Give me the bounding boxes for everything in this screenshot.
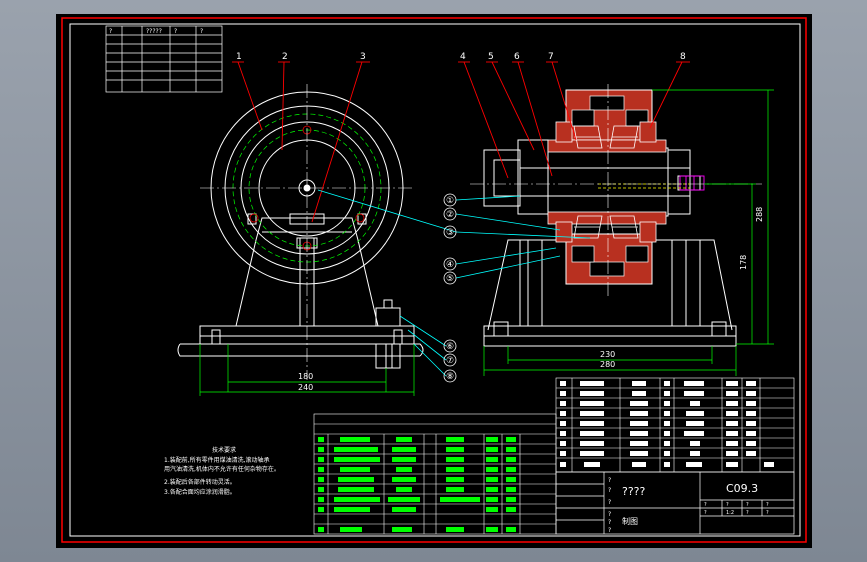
left-view-rod bbox=[177, 343, 424, 357]
small-top-3: ? bbox=[746, 502, 749, 508]
leader-label-1: 1 bbox=[236, 52, 242, 62]
small-row-3: ? bbox=[746, 510, 749, 516]
balloon-2: ② bbox=[446, 210, 454, 220]
left-view-centerlines bbox=[200, 84, 414, 380]
side-mark-1: ? bbox=[608, 477, 611, 484]
tech-req-title: 技术要求 bbox=[212, 446, 236, 454]
drawing-number: C09.3 bbox=[726, 482, 758, 495]
balloon-7: ⑦ bbox=[446, 356, 454, 366]
leader-label-6: 6 bbox=[514, 52, 520, 62]
small-top-1: ? bbox=[704, 502, 707, 508]
left-view-inner-details bbox=[249, 125, 365, 251]
dim-230: 230 bbox=[600, 350, 615, 359]
leader-label-3: 3 bbox=[360, 52, 366, 62]
side-mark-3: ? bbox=[608, 499, 611, 506]
side-mark-2: ? bbox=[608, 487, 611, 494]
sleeve-section bbox=[547, 121, 667, 243]
small-row-4: ? bbox=[766, 510, 769, 516]
leader-label-2: 2 bbox=[282, 52, 288, 62]
cad-drawing: ? ????? ? ? bbox=[61, 17, 807, 543]
balloon-6: ⑥ bbox=[446, 342, 454, 352]
corner-hdr-2: ????? bbox=[146, 28, 162, 35]
left-dims bbox=[199, 344, 415, 396]
pulley-section-lower bbox=[565, 233, 653, 285]
leader-label-7: 7 bbox=[548, 52, 554, 62]
corner-hdr-1: ? bbox=[109, 28, 112, 35]
corner-table bbox=[105, 25, 223, 93]
dim-240: 240 bbox=[298, 383, 313, 392]
leader-label-8: 8 bbox=[680, 52, 686, 62]
balloons bbox=[443, 193, 457, 383]
balloon-8: ⑧ bbox=[446, 372, 454, 382]
small-row-1: ? bbox=[704, 510, 707, 516]
small-top-4: ? bbox=[766, 502, 769, 508]
leader-label-5: 5 bbox=[488, 52, 494, 62]
outer-border bbox=[61, 17, 807, 543]
parts-list-left bbox=[313, 413, 557, 535]
side-mark-6: ? bbox=[608, 527, 611, 534]
corner-hdr-4: ? bbox=[200, 28, 203, 35]
side-mark-5: ? bbox=[608, 519, 611, 526]
dim-180: 180 bbox=[298, 372, 313, 381]
parts-list-left-cells bbox=[318, 437, 516, 532]
title-name: 制图 bbox=[622, 516, 638, 526]
parts-list-right-cells bbox=[560, 381, 774, 467]
right-dims bbox=[483, 89, 774, 376]
drawing-viewport[interactable]: ? ????? ? ? bbox=[56, 14, 812, 548]
tech-req-line-1: 1.装配前,所有零件用煤油清洗,滚动轴承 bbox=[164, 456, 270, 464]
side-mark-4: ? bbox=[608, 511, 611, 518]
title-question: ???? bbox=[622, 485, 646, 498]
title-block bbox=[555, 471, 795, 535]
tech-req-line-4: 3.各配合面均应涂润滑脂。 bbox=[164, 488, 236, 496]
keyway bbox=[598, 183, 690, 189]
leader-label-4: 4 bbox=[460, 52, 466, 62]
pulley-section-upper bbox=[565, 89, 653, 141]
dim-178: 178 bbox=[739, 255, 748, 270]
small-top-2: ? bbox=[726, 502, 729, 508]
small-row-2: 1:2 bbox=[726, 510, 734, 516]
balloon-4: ④ bbox=[446, 260, 454, 270]
right-leaders bbox=[458, 61, 690, 179]
balloon-1: ① bbox=[446, 196, 454, 206]
tech-req-line-3: 2.装配后各部件转动灵活。 bbox=[164, 478, 236, 486]
balloon-3: ③ bbox=[446, 228, 454, 238]
bearings bbox=[573, 125, 639, 239]
balloon-leaders bbox=[317, 189, 591, 377]
inner-border bbox=[69, 23, 801, 537]
parts-list-right bbox=[555, 377, 795, 473]
balloon-5: ⑤ bbox=[446, 274, 454, 284]
dim-288: 288 bbox=[755, 207, 764, 222]
left-leaders bbox=[232, 61, 370, 223]
dim-280: 280 bbox=[600, 360, 615, 369]
corner-hdr-3: ? bbox=[174, 28, 177, 35]
tech-req-line-2: 用汽油清洗,机体内不允许有任何杂物存在。 bbox=[164, 465, 280, 473]
